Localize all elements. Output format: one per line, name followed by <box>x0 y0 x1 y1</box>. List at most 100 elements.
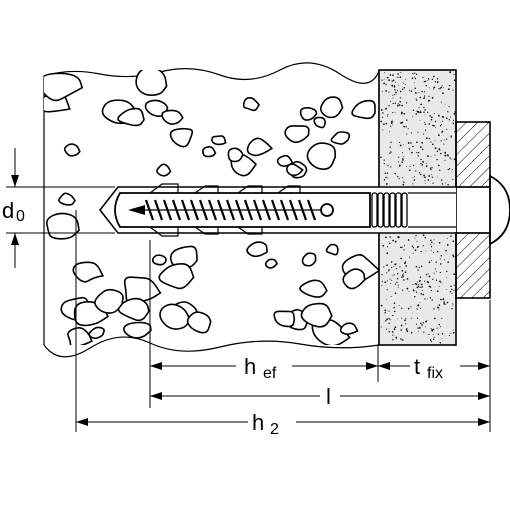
insulation-speckle <box>429 167 432 169</box>
aggregate-stone <box>94 288 124 314</box>
insulation-speckle <box>408 169 411 172</box>
aggregate-stone <box>135 70 168 97</box>
insulation-speckle <box>383 179 386 181</box>
insulation-speckle <box>423 91 425 93</box>
insulation-speckle <box>400 324 403 327</box>
aggregate-stone <box>306 142 337 171</box>
aggregate-stone <box>319 96 344 119</box>
insulation-speckle <box>399 97 401 99</box>
screw-thread <box>180 199 191 221</box>
dimension-h2: h 2 <box>76 410 490 438</box>
insulation-speckle <box>403 112 406 115</box>
aggregate-stone <box>169 127 194 148</box>
insulation-speckle <box>401 161 403 163</box>
insulation-speckle <box>439 149 441 151</box>
insulation-speckle <box>434 120 437 123</box>
insulation-speckle <box>420 158 422 161</box>
insulation-speckle <box>385 183 388 185</box>
insulation-speckle <box>449 290 452 293</box>
insulation-speckle <box>419 327 421 329</box>
aggregate-stone <box>301 252 317 267</box>
insulation-speckle <box>426 137 428 140</box>
insulation-speckle <box>444 154 447 157</box>
insulation-speckle <box>443 143 445 145</box>
insulation-speckle <box>390 101 392 102</box>
insulation-speckle <box>384 309 387 312</box>
insulation-speckle <box>392 102 394 105</box>
insulation-speckle <box>452 240 455 243</box>
insulation-speckle <box>384 172 386 175</box>
insulation-speckle <box>386 318 388 321</box>
insulation-speckle <box>446 277 448 279</box>
insulation-speckle <box>380 326 382 328</box>
insulation-speckle <box>431 341 433 343</box>
insulation-speckle <box>435 270 437 272</box>
insulation-speckle <box>381 280 383 282</box>
insulation-speckle <box>436 151 438 153</box>
insulation-speckle <box>393 94 395 96</box>
insulation-speckle <box>436 158 438 161</box>
screw-thread <box>198 199 209 221</box>
insulation-speckle <box>406 133 408 135</box>
insulation-speckle <box>434 268 436 270</box>
insulation-speckle <box>389 74 392 76</box>
insulation-speckle <box>421 148 424 151</box>
insulation-speckle <box>383 123 385 126</box>
insulation-speckle <box>418 284 420 285</box>
insulation-speckle <box>450 235 452 237</box>
insulation-speckle <box>423 95 426 97</box>
aggregate-stones <box>44 70 379 345</box>
insulation-speckle <box>429 115 432 117</box>
insulation-speckle <box>432 328 435 331</box>
aggregate-stone <box>63 143 81 157</box>
insulation-speckle <box>416 308 418 310</box>
screw-thread <box>162 199 173 221</box>
insulation-speckle <box>423 174 425 177</box>
insulation-speckle <box>421 164 424 166</box>
insulation-speckle <box>397 104 399 107</box>
insulation-speckle <box>446 301 449 304</box>
insulation-speckle <box>438 304 441 306</box>
insulation-speckle <box>428 123 430 125</box>
aggregate-stone <box>151 254 167 266</box>
insulation-speckle <box>430 339 432 341</box>
insulation-speckle <box>384 72 386 74</box>
insulation-speckle <box>407 307 410 310</box>
insulation-speckle <box>424 326 426 328</box>
aggregate-stone <box>273 310 296 328</box>
insulation-speckle <box>431 176 433 178</box>
insulation-speckle <box>390 141 392 143</box>
dimension-tfix: t fix <box>378 354 490 382</box>
insulation-speckle <box>414 77 416 80</box>
insulation-speckle <box>419 111 422 114</box>
insulation-speckle <box>420 283 423 286</box>
insulation-speckle <box>453 158 456 160</box>
insulation-speckle <box>452 255 455 258</box>
insulation-speckle <box>408 291 410 293</box>
screw-thread <box>225 199 236 221</box>
insulation-speckle <box>414 82 415 84</box>
insulation-speckle <box>447 155 449 157</box>
insulation-speckle <box>452 254 454 256</box>
insulation-speckle <box>404 83 406 85</box>
insulation-speckle <box>430 239 432 242</box>
insulation-speckle <box>438 114 440 116</box>
insulation-speckle <box>394 326 397 329</box>
insulation-speckle <box>392 314 394 317</box>
collar-ring <box>389 192 396 228</box>
insulation-speckle <box>415 234 417 237</box>
insulation-speckle <box>406 102 408 104</box>
insulation-speckle <box>405 166 407 168</box>
insulation-speckle <box>394 292 397 295</box>
insulation-speckle <box>380 304 383 307</box>
insulation-speckle <box>449 157 451 159</box>
insulation-speckle <box>425 80 427 82</box>
insulation-speckle <box>401 276 403 278</box>
insulation-speckle <box>433 88 435 90</box>
insulation-speckle <box>405 318 407 320</box>
insulation-speckle <box>425 274 428 276</box>
insulation-speckle <box>442 87 444 89</box>
insulation-speckle <box>401 317 403 319</box>
insulation-speckle <box>389 146 391 148</box>
insulation-speckle <box>446 238 448 240</box>
